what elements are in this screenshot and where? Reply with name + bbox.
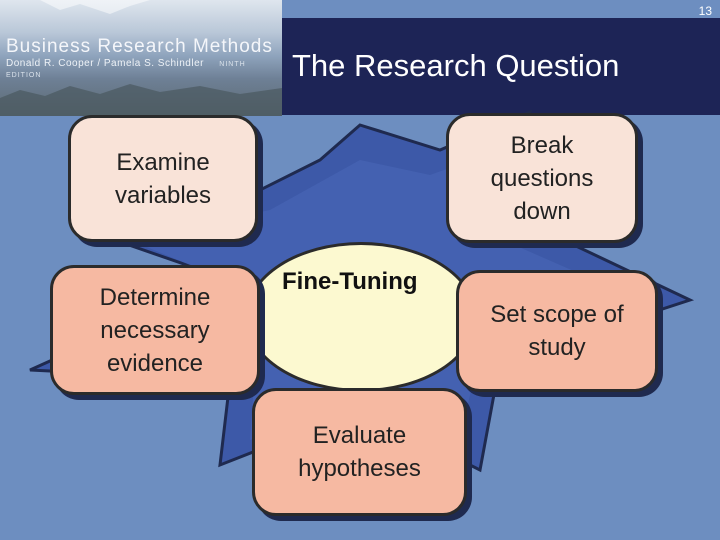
- mountain-landscape-image: [0, 0, 282, 116]
- book-authors: Donald R. Cooper / Pamela S. Schindler N…: [6, 58, 282, 80]
- node-label: Examine variables: [114, 148, 212, 209]
- node-evaluate-hypotheses: Evaluate hypotheses: [252, 388, 467, 516]
- node-break-questions-down: Break questions down: [446, 113, 638, 243]
- node-label: Break questions down: [490, 131, 594, 225]
- node-label: Evaluate hypotheses: [298, 422, 421, 482]
- title-box: The Research Question: [282, 18, 720, 115]
- slide-title: The Research Question: [292, 48, 620, 83]
- node-label: Set scope of study: [490, 301, 624, 361]
- book-banner: Business Research Methods Donald R. Coop…: [0, 0, 282, 116]
- slide-number: 13: [698, 4, 712, 18]
- authors-text: Donald R. Cooper / Pamela S. Schindler: [6, 58, 204, 69]
- book-title: Business Research Methods: [6, 36, 273, 57]
- node-set-scope: Set scope of study: [456, 270, 658, 392]
- edition-text: NINTH EDITION: [6, 61, 246, 79]
- node-determine-evidence: Determine necessary evidence: [50, 265, 260, 395]
- center-label: Fine-Tuning: [282, 268, 418, 295]
- node-examine-variables: Examine variables: [68, 115, 258, 242]
- center-hub-circle: [245, 242, 477, 392]
- node-label: Determine necessary evidence: [99, 283, 211, 377]
